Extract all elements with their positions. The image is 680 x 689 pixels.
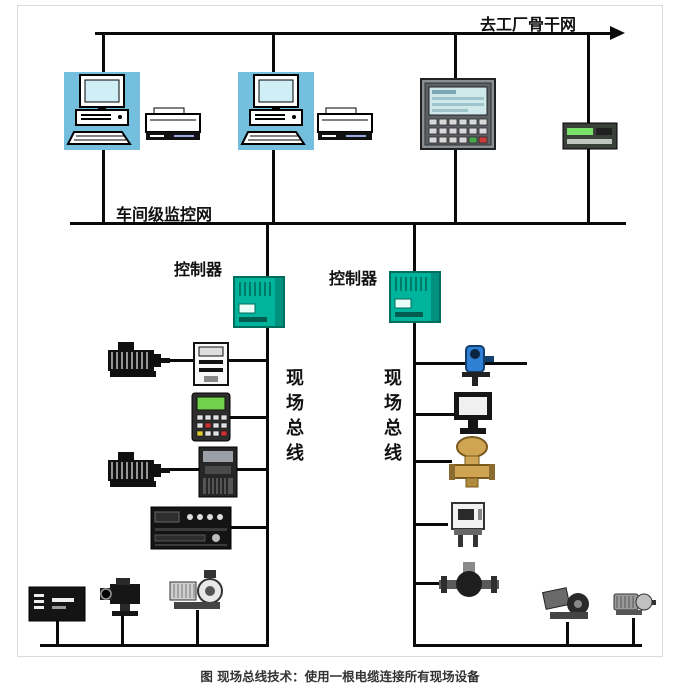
printer-icon bbox=[145, 107, 201, 140]
inline-pump bbox=[438, 560, 500, 608]
printer-icon bbox=[317, 107, 373, 140]
photo-sensor bbox=[450, 344, 504, 386]
connector-vision-sensor bbox=[415, 413, 455, 416]
workshop-net-label: 车间级监控网 bbox=[116, 205, 213, 224]
frequency-drive bbox=[198, 446, 238, 498]
small-motor bbox=[610, 584, 656, 622]
fieldbus-right-label: 现场总线 bbox=[381, 368, 402, 468]
stub-pump-left bbox=[196, 610, 199, 645]
network-module-icon bbox=[562, 122, 618, 150]
flow-transmitter bbox=[444, 500, 492, 550]
fieldbus-bottom-line-left bbox=[40, 644, 269, 647]
pump-unit-left bbox=[168, 568, 226, 616]
fieldbus-bottom-line-right bbox=[413, 644, 642, 647]
io-module-icon bbox=[193, 342, 229, 386]
motor-icon bbox=[108, 342, 170, 377]
fieldbus-left-label: 现场总线 bbox=[283, 368, 304, 468]
motor-1 bbox=[106, 340, 172, 380]
printer-2 bbox=[316, 106, 374, 142]
backbone-arrow-icon bbox=[610, 26, 625, 40]
connector-inline-pump bbox=[415, 582, 445, 585]
rack-instrument bbox=[150, 506, 232, 550]
network-module bbox=[562, 122, 618, 150]
workstation-icon bbox=[66, 74, 132, 145]
transmitter-icon bbox=[451, 502, 485, 547]
motor-icon bbox=[108, 452, 170, 487]
keypad-icon bbox=[191, 392, 231, 442]
pump-icon bbox=[169, 570, 223, 609]
controller-right-label: 控制器 bbox=[329, 269, 378, 288]
camera-icon bbox=[100, 578, 140, 616]
io-module bbox=[193, 342, 229, 386]
backbone-bus-line bbox=[95, 32, 612, 35]
pump-icon bbox=[542, 587, 589, 619]
control-valve bbox=[448, 434, 496, 492]
stub-camera bbox=[121, 614, 124, 645]
stub-control-box bbox=[56, 620, 59, 645]
connector-control-valve bbox=[415, 460, 452, 463]
controller-left-label: 控制器 bbox=[174, 260, 223, 279]
drive-icon bbox=[198, 446, 238, 498]
workstation-2 bbox=[238, 72, 314, 150]
industrial-camera bbox=[98, 576, 146, 618]
fieldbus-line-left bbox=[266, 224, 269, 647]
control-box bbox=[28, 586, 86, 622]
small-motor-icon bbox=[613, 593, 656, 615]
stub-pump-right bbox=[566, 622, 569, 645]
pump-unit-right bbox=[540, 578, 594, 624]
connector-transmitter bbox=[415, 523, 448, 526]
hmi-operator-panel bbox=[420, 78, 496, 150]
rack-instrument-icon bbox=[150, 506, 232, 550]
controller-left bbox=[233, 276, 285, 328]
fieldbus-line-right bbox=[413, 224, 416, 647]
connector-rack bbox=[228, 526, 268, 529]
vision-sensor-icon bbox=[454, 392, 492, 434]
workstation-icon bbox=[240, 74, 306, 145]
hmi-panel-icon bbox=[420, 78, 496, 150]
controller-icon bbox=[233, 276, 285, 328]
motor-2 bbox=[106, 450, 172, 490]
printer-1 bbox=[144, 106, 202, 142]
stub-small-motor bbox=[632, 618, 635, 645]
vision-sensor bbox=[450, 390, 496, 438]
workshop-monitor-net-line bbox=[70, 222, 626, 225]
figure-caption: 图 现场总线技术：使用一根电缆连接所有现场设备 bbox=[200, 669, 480, 684]
control-box-icon bbox=[28, 586, 86, 622]
workstation-1 bbox=[64, 72, 140, 150]
control-valve-icon bbox=[449, 436, 495, 488]
operator-keypad bbox=[191, 392, 231, 442]
photo-sensor-icon bbox=[462, 345, 494, 386]
controller-icon bbox=[389, 271, 441, 323]
connector-keypad bbox=[228, 416, 268, 419]
backbone-label: 去工厂骨干网 bbox=[480, 15, 577, 34]
inline-pump-icon bbox=[439, 562, 499, 597]
controller-right bbox=[389, 271, 441, 323]
